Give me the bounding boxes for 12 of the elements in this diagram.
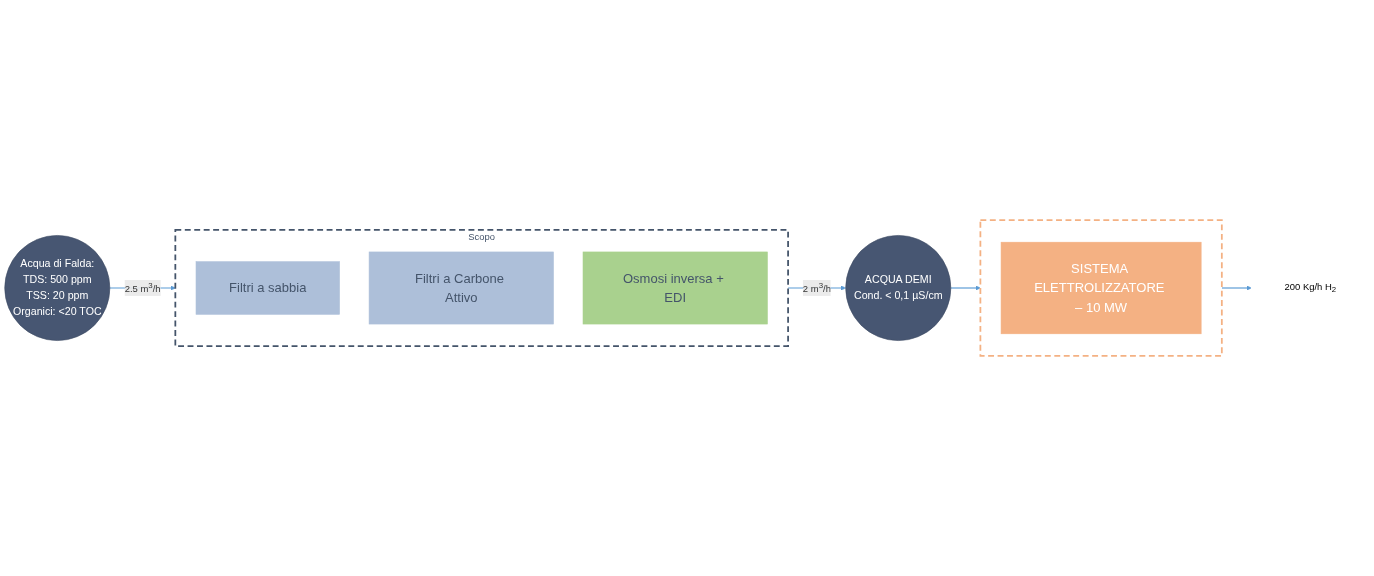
edge-label: 2.5 m$^{3}$/h <box>124 281 161 294</box>
node-box: Osmosi inversa + EDI <box>582 251 768 325</box>
node-box: Filtri a Carbone Attivo <box>368 251 554 325</box>
cluster <box>979 219 1223 357</box>
node-box: SISTEMA ELETTROLIZZATORE – 10 MW <box>1000 241 1202 335</box>
arrow <box>1221 285 1252 291</box>
node-circle: Acqua di Falda: TDS: 500 ppm TSS: 20 ppm Organici: <20 TOC <box>4 235 111 341</box>
arrow <box>950 285 981 291</box>
node-box: Filtri a sabbia <box>195 261 340 315</box>
node-circle: ACQUA DEMI Cond. < 0,1 µS/cm <box>845 235 952 341</box>
edge-label: 2 m$^{3}$/h <box>802 281 831 294</box>
node-text: 200 Kg/h H$_{2}$ <box>1284 281 1337 295</box>
